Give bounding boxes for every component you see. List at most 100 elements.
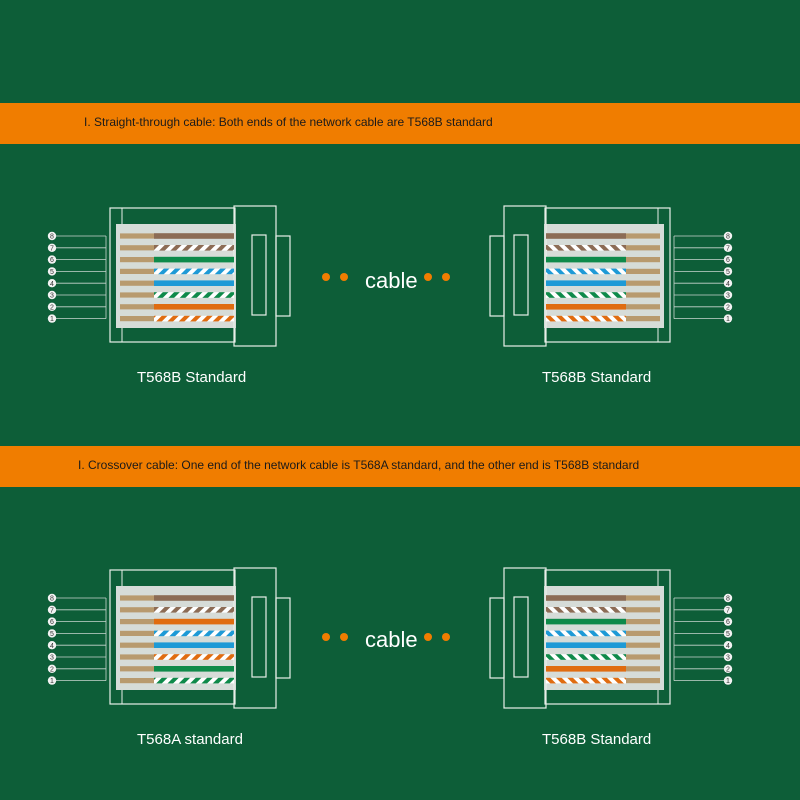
pin-contact	[120, 654, 154, 660]
latch-tab	[489, 597, 505, 679]
wire-white-brown	[154, 245, 234, 251]
pin-contact	[626, 280, 660, 286]
wire-green	[546, 256, 626, 263]
cable-label: cable	[365, 627, 418, 652]
pin-marker	[47, 290, 57, 300]
pin-marker	[47, 267, 57, 276]
wire-blue	[546, 280, 626, 286]
pin-number: 1	[726, 316, 730, 323]
wire-green	[546, 618, 626, 625]
pin-marker	[723, 231, 733, 241]
pin-number: 1	[50, 678, 54, 685]
wire-brown	[154, 233, 234, 239]
wire-white-green	[154, 292, 234, 298]
cable-label: cable	[365, 268, 418, 293]
pin-contact	[626, 619, 660, 625]
pin-number: 4	[726, 643, 730, 650]
pin-contact	[120, 666, 154, 672]
pin-contact	[626, 292, 660, 298]
pin-contact	[626, 257, 660, 263]
right-standard-label: T568B Standard	[542, 731, 652, 748]
pin-contact	[626, 268, 660, 274]
pin-contact	[120, 245, 154, 251]
pin-contact	[626, 666, 660, 672]
pin-marker	[723, 290, 733, 300]
pin-contact	[120, 257, 154, 263]
wire-white-brown	[546, 607, 626, 613]
pin-contact	[626, 630, 660, 636]
pin-marker	[47, 243, 57, 252]
latch-tab	[275, 597, 291, 679]
pin-number: 8	[726, 596, 730, 603]
pin-number: 2	[726, 304, 730, 311]
pin-contact	[120, 233, 154, 239]
pin-number: 6	[726, 257, 730, 264]
left-standard-label: T568A standard	[137, 731, 243, 748]
pin-marker	[47, 676, 57, 685]
cable-dot	[442, 633, 450, 641]
pin-contact	[120, 607, 154, 613]
pin-marker	[47, 617, 57, 626]
pin-number: 1	[50, 316, 54, 323]
pin-number: 7	[50, 245, 54, 252]
wire-brown	[546, 595, 626, 601]
pin-number: 8	[50, 596, 54, 603]
wire-orange	[546, 304, 626, 310]
wire-orange	[546, 666, 626, 672]
pin-marker	[723, 605, 733, 614]
cable-dot	[424, 273, 432, 281]
pin-number: 8	[50, 234, 54, 241]
pin-number: 3	[726, 655, 730, 662]
pin-marker	[723, 302, 733, 311]
pin-marker	[723, 652, 733, 662]
pin-contact	[120, 630, 154, 636]
pin-contact	[120, 642, 154, 648]
pin-marker	[47, 641, 57, 650]
pin-contact	[120, 268, 154, 274]
left-standard-label: T568B Standard	[137, 369, 247, 386]
section-1-title: I. Straight-through cable: Both ends of …	[84, 115, 493, 129]
wire-white-brown	[546, 245, 626, 251]
wire-white-blue	[546, 630, 626, 637]
cable-dot	[340, 633, 348, 641]
pin-number: 5	[50, 631, 54, 638]
pin-marker	[723, 267, 733, 276]
pin-contact	[120, 678, 154, 684]
pin-marker	[47, 279, 57, 288]
pin-contact	[626, 245, 660, 251]
pin-number: 4	[50, 281, 54, 288]
pin-contact	[626, 595, 660, 601]
section-1-banner: I. Straight-through cable: Both ends of …	[0, 103, 800, 144]
pin-contact	[626, 233, 660, 239]
pin-marker	[47, 231, 57, 241]
pin-marker	[47, 593, 57, 603]
pin-marker	[47, 255, 57, 264]
wire-white-green	[154, 677, 234, 684]
wire-brown	[154, 595, 234, 601]
pin-marker	[723, 279, 733, 288]
pin-marker	[723, 593, 733, 603]
pin-number: 5	[726, 631, 730, 638]
pin-number: 7	[726, 245, 730, 252]
section-2-banner: I. Crossover cable: One end of the netwo…	[0, 446, 800, 487]
pin-number: 4	[726, 281, 730, 288]
pin-marker	[723, 676, 733, 685]
latch-slot	[251, 234, 267, 316]
pin-marker	[723, 243, 733, 252]
wire-white-brown	[154, 607, 234, 613]
plug-cavity	[116, 586, 236, 690]
pin-number: 6	[726, 619, 730, 626]
pin-contact	[626, 678, 660, 684]
pin-marker	[723, 255, 733, 264]
wire-brown	[546, 233, 626, 239]
wire-white-orange	[546, 677, 626, 684]
plug-latch	[233, 567, 277, 709]
pin-number: 2	[726, 666, 730, 673]
pin-contact	[120, 595, 154, 601]
wire-white-orange	[154, 315, 234, 322]
